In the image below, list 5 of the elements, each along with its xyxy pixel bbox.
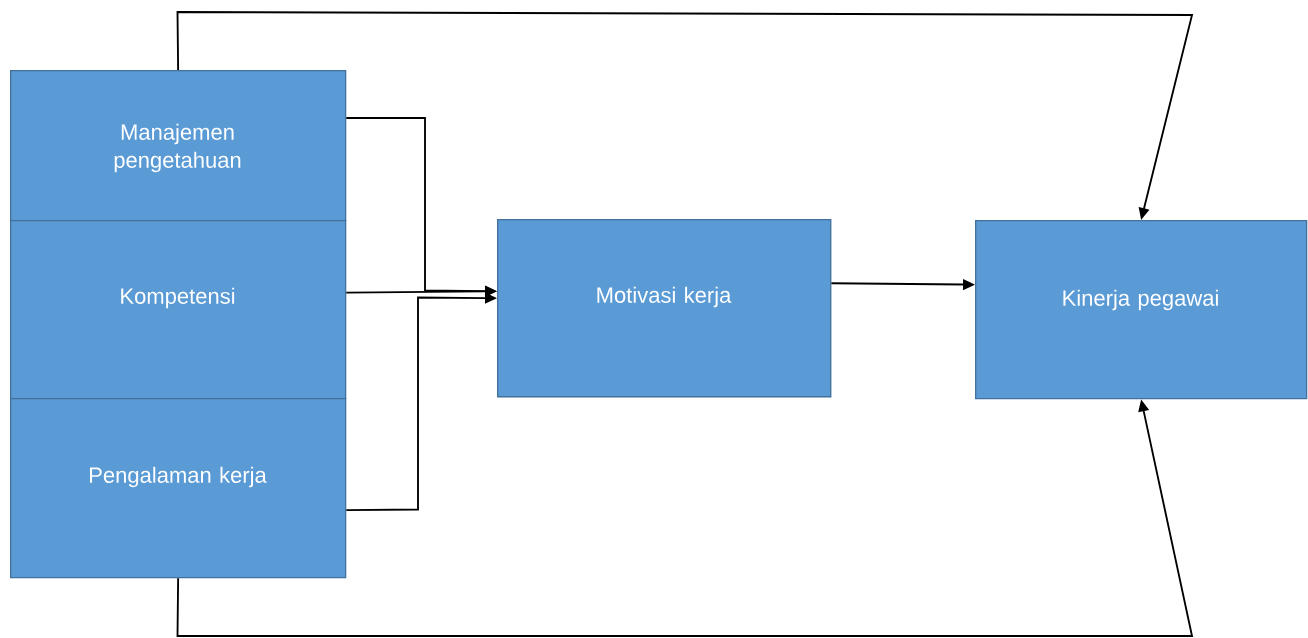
process-box: Kompetensi xyxy=(10,220,347,400)
process-box: Motivasi kerja xyxy=(497,219,832,398)
process-box: Manajemen pengetahuan xyxy=(10,70,347,222)
process-box: Kinerja pegawai xyxy=(975,220,1308,400)
process-box: Pengalaman kerja xyxy=(10,398,347,579)
